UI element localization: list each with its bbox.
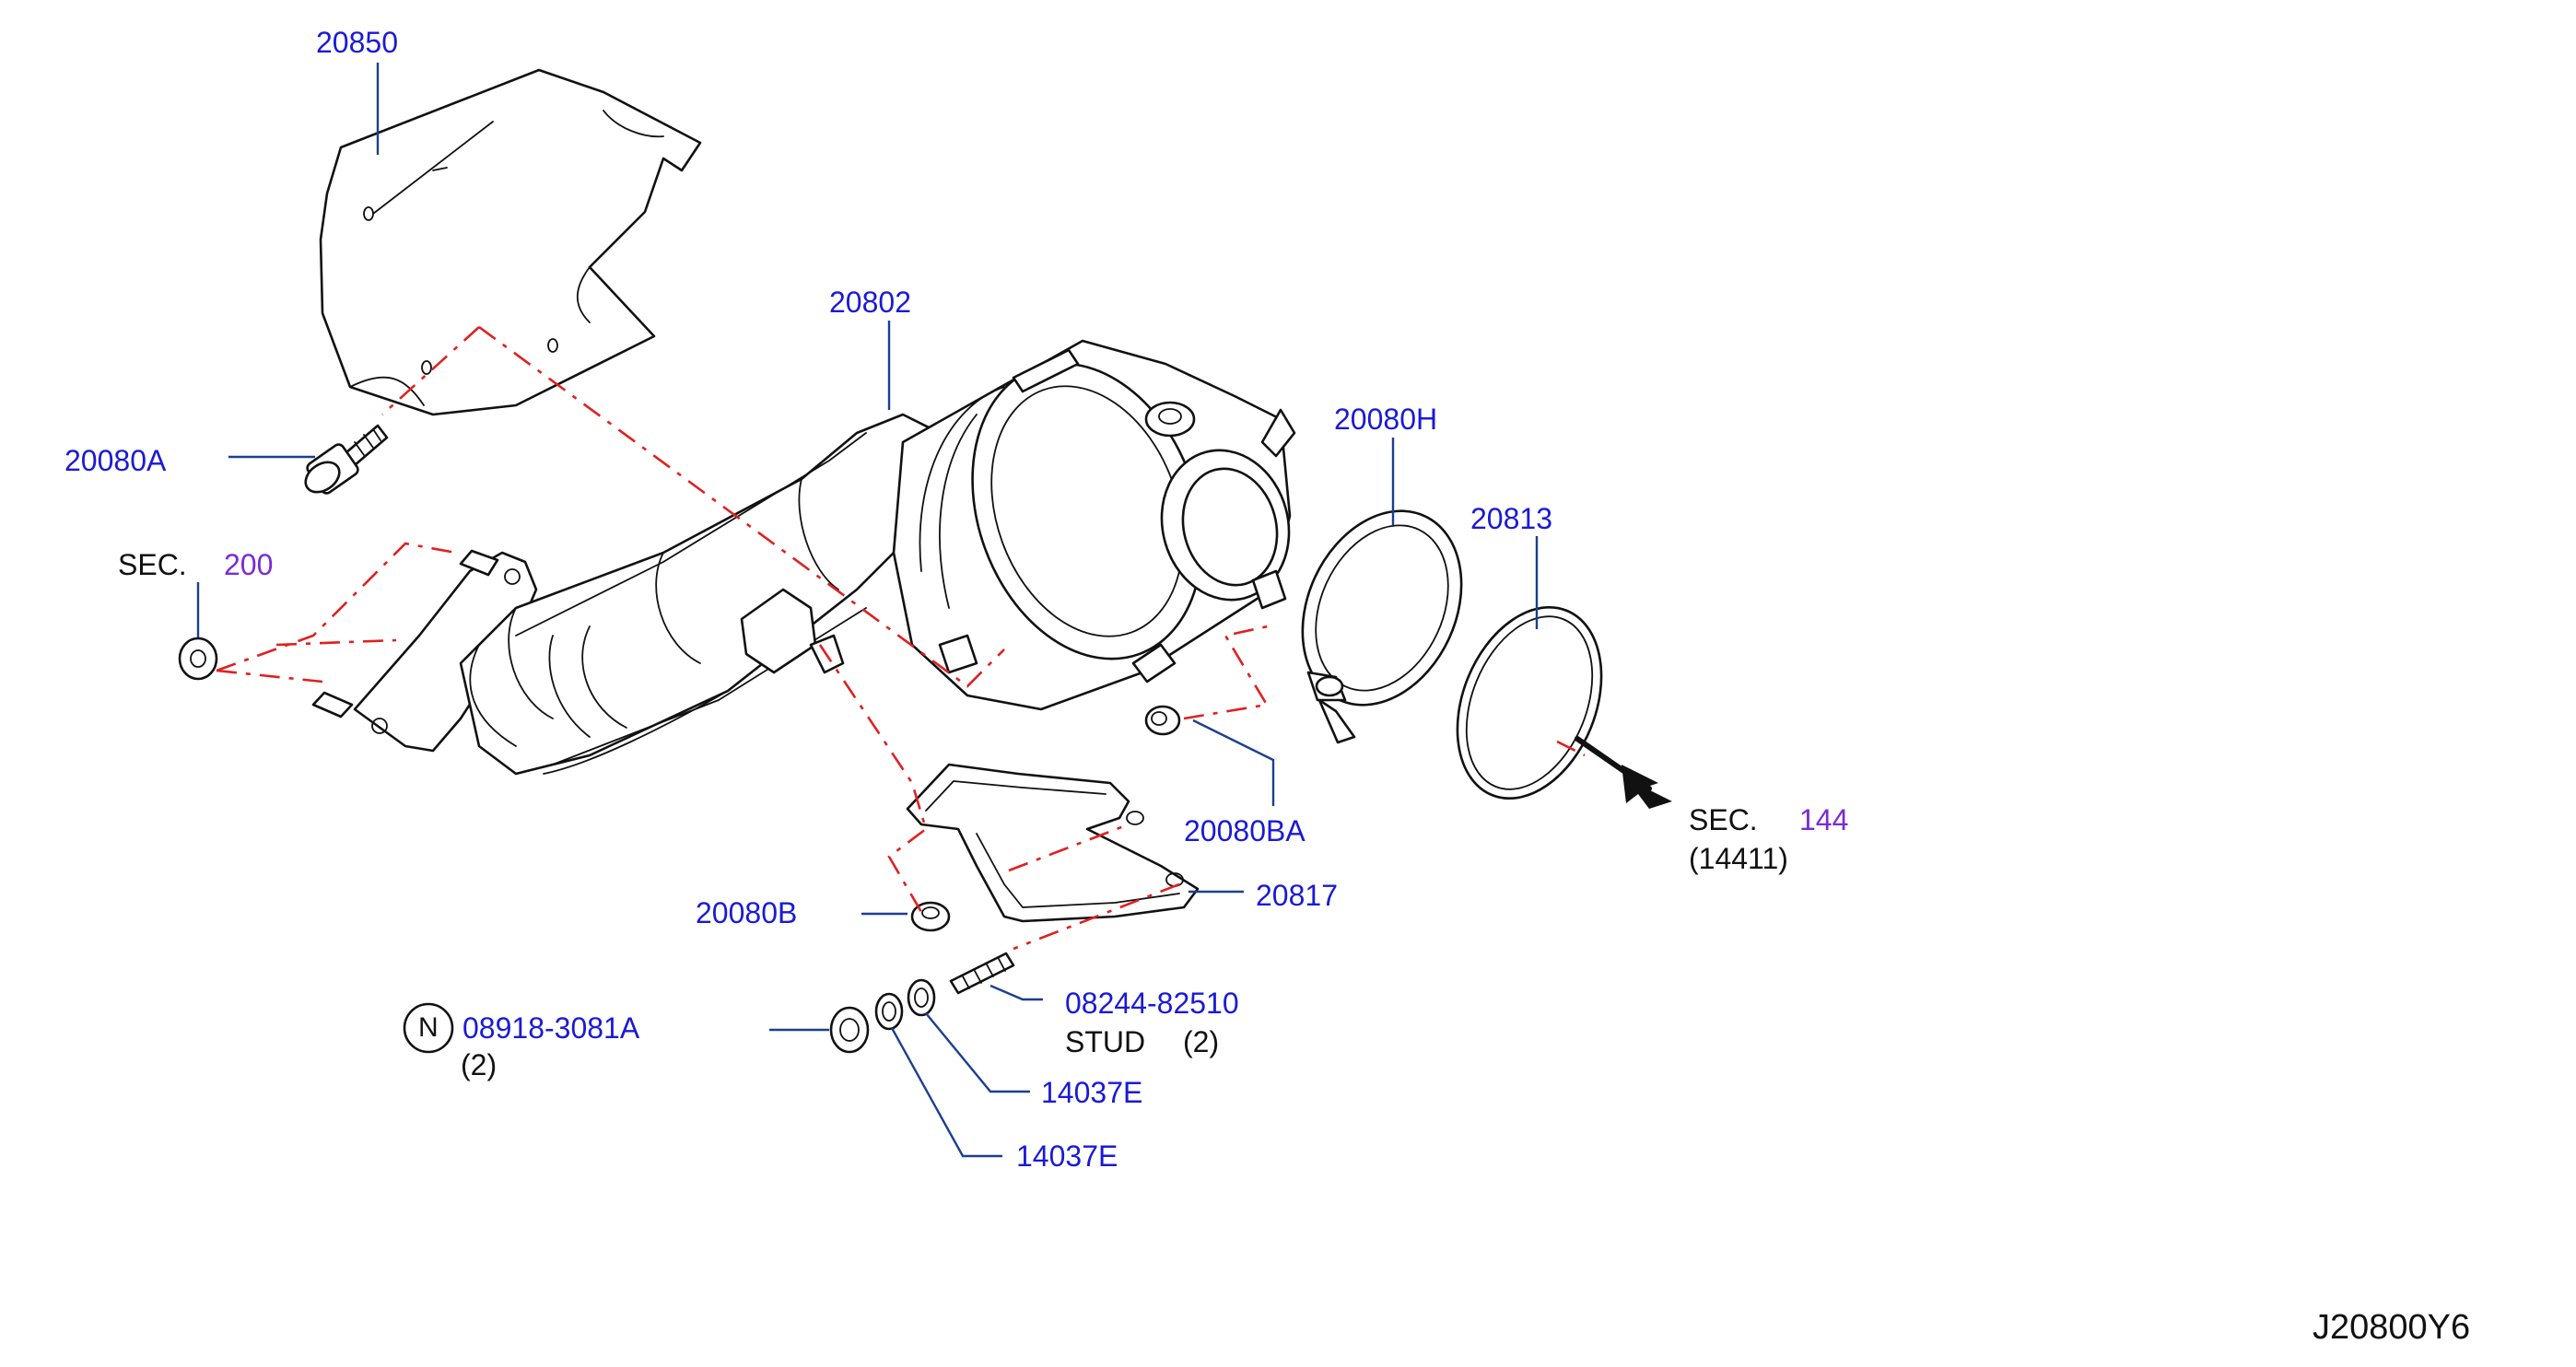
- label-08918-qty: (2): [461, 1048, 498, 1081]
- sec144-arrow-shaft: [1575, 736, 1652, 791]
- nut-08918-part[interactable]: [829, 1006, 870, 1054]
- label-20080ba[interactable]: 20080BA: [1184, 814, 1306, 847]
- label-14037e-b[interactable]: 14037E: [1016, 1139, 1118, 1173]
- washer-14037e-a-part[interactable]: [907, 978, 936, 1017]
- label-20817[interactable]: 20817: [1256, 879, 1338, 912]
- label-stud-qty: (2): [1183, 1025, 1220, 1058]
- label-20080a[interactable]: 20080A: [64, 444, 167, 477]
- label-stud-text: STUD: [1065, 1025, 1146, 1058]
- label-sec200-number[interactable]: 200: [224, 548, 274, 581]
- label-20813[interactable]: 20813: [1470, 502, 1552, 535]
- nut-20080ba-part[interactable]: [1144, 705, 1181, 736]
- label-08918-3081a[interactable]: 08918-3081A: [463, 1011, 640, 1045]
- label-20850[interactable]: 20850: [316, 26, 398, 59]
- washer-14037e-b-part[interactable]: [874, 992, 904, 1031]
- label-sec200-prefix: SEC.: [118, 548, 187, 581]
- catalytic-converter-part[interactable]: [311, 332, 1306, 776]
- stud-part[interactable]: [949, 952, 1015, 995]
- heat-shield-part[interactable]: [319, 68, 702, 416]
- bracket-20817-part[interactable]: [906, 763, 1200, 923]
- label-20080b[interactable]: 20080B: [696, 896, 798, 929]
- bolt-20080a-part[interactable]: [300, 424, 389, 498]
- label-20802[interactable]: 20802: [829, 286, 911, 319]
- gasket-20813-part[interactable]: [1431, 586, 1628, 820]
- diagram-code: J20800Y6: [2313, 1308, 2471, 1347]
- label-sec144-number[interactable]: 144: [1799, 803, 1849, 836]
- sec200-nut-part[interactable]: [178, 637, 218, 681]
- leader-lines: [196, 63, 1539, 1158]
- label-sec144-prefix: SEC.: [1689, 803, 1758, 836]
- n-symbol-letter: N: [418, 1012, 439, 1043]
- label-20080h[interactable]: 20080H: [1334, 403, 1438, 436]
- label-08244-82510[interactable]: 08244-82510: [1065, 987, 1239, 1020]
- alignment-lines: [216, 325, 1586, 951]
- n-symbol-circle-icon: [403, 1002, 454, 1054]
- label-14037e-a[interactable]: 14037E: [1041, 1076, 1143, 1109]
- label-sec144-subsection: (14411): [1689, 842, 1788, 875]
- clamp-20080h-part[interactable]: [1272, 485, 1492, 744]
